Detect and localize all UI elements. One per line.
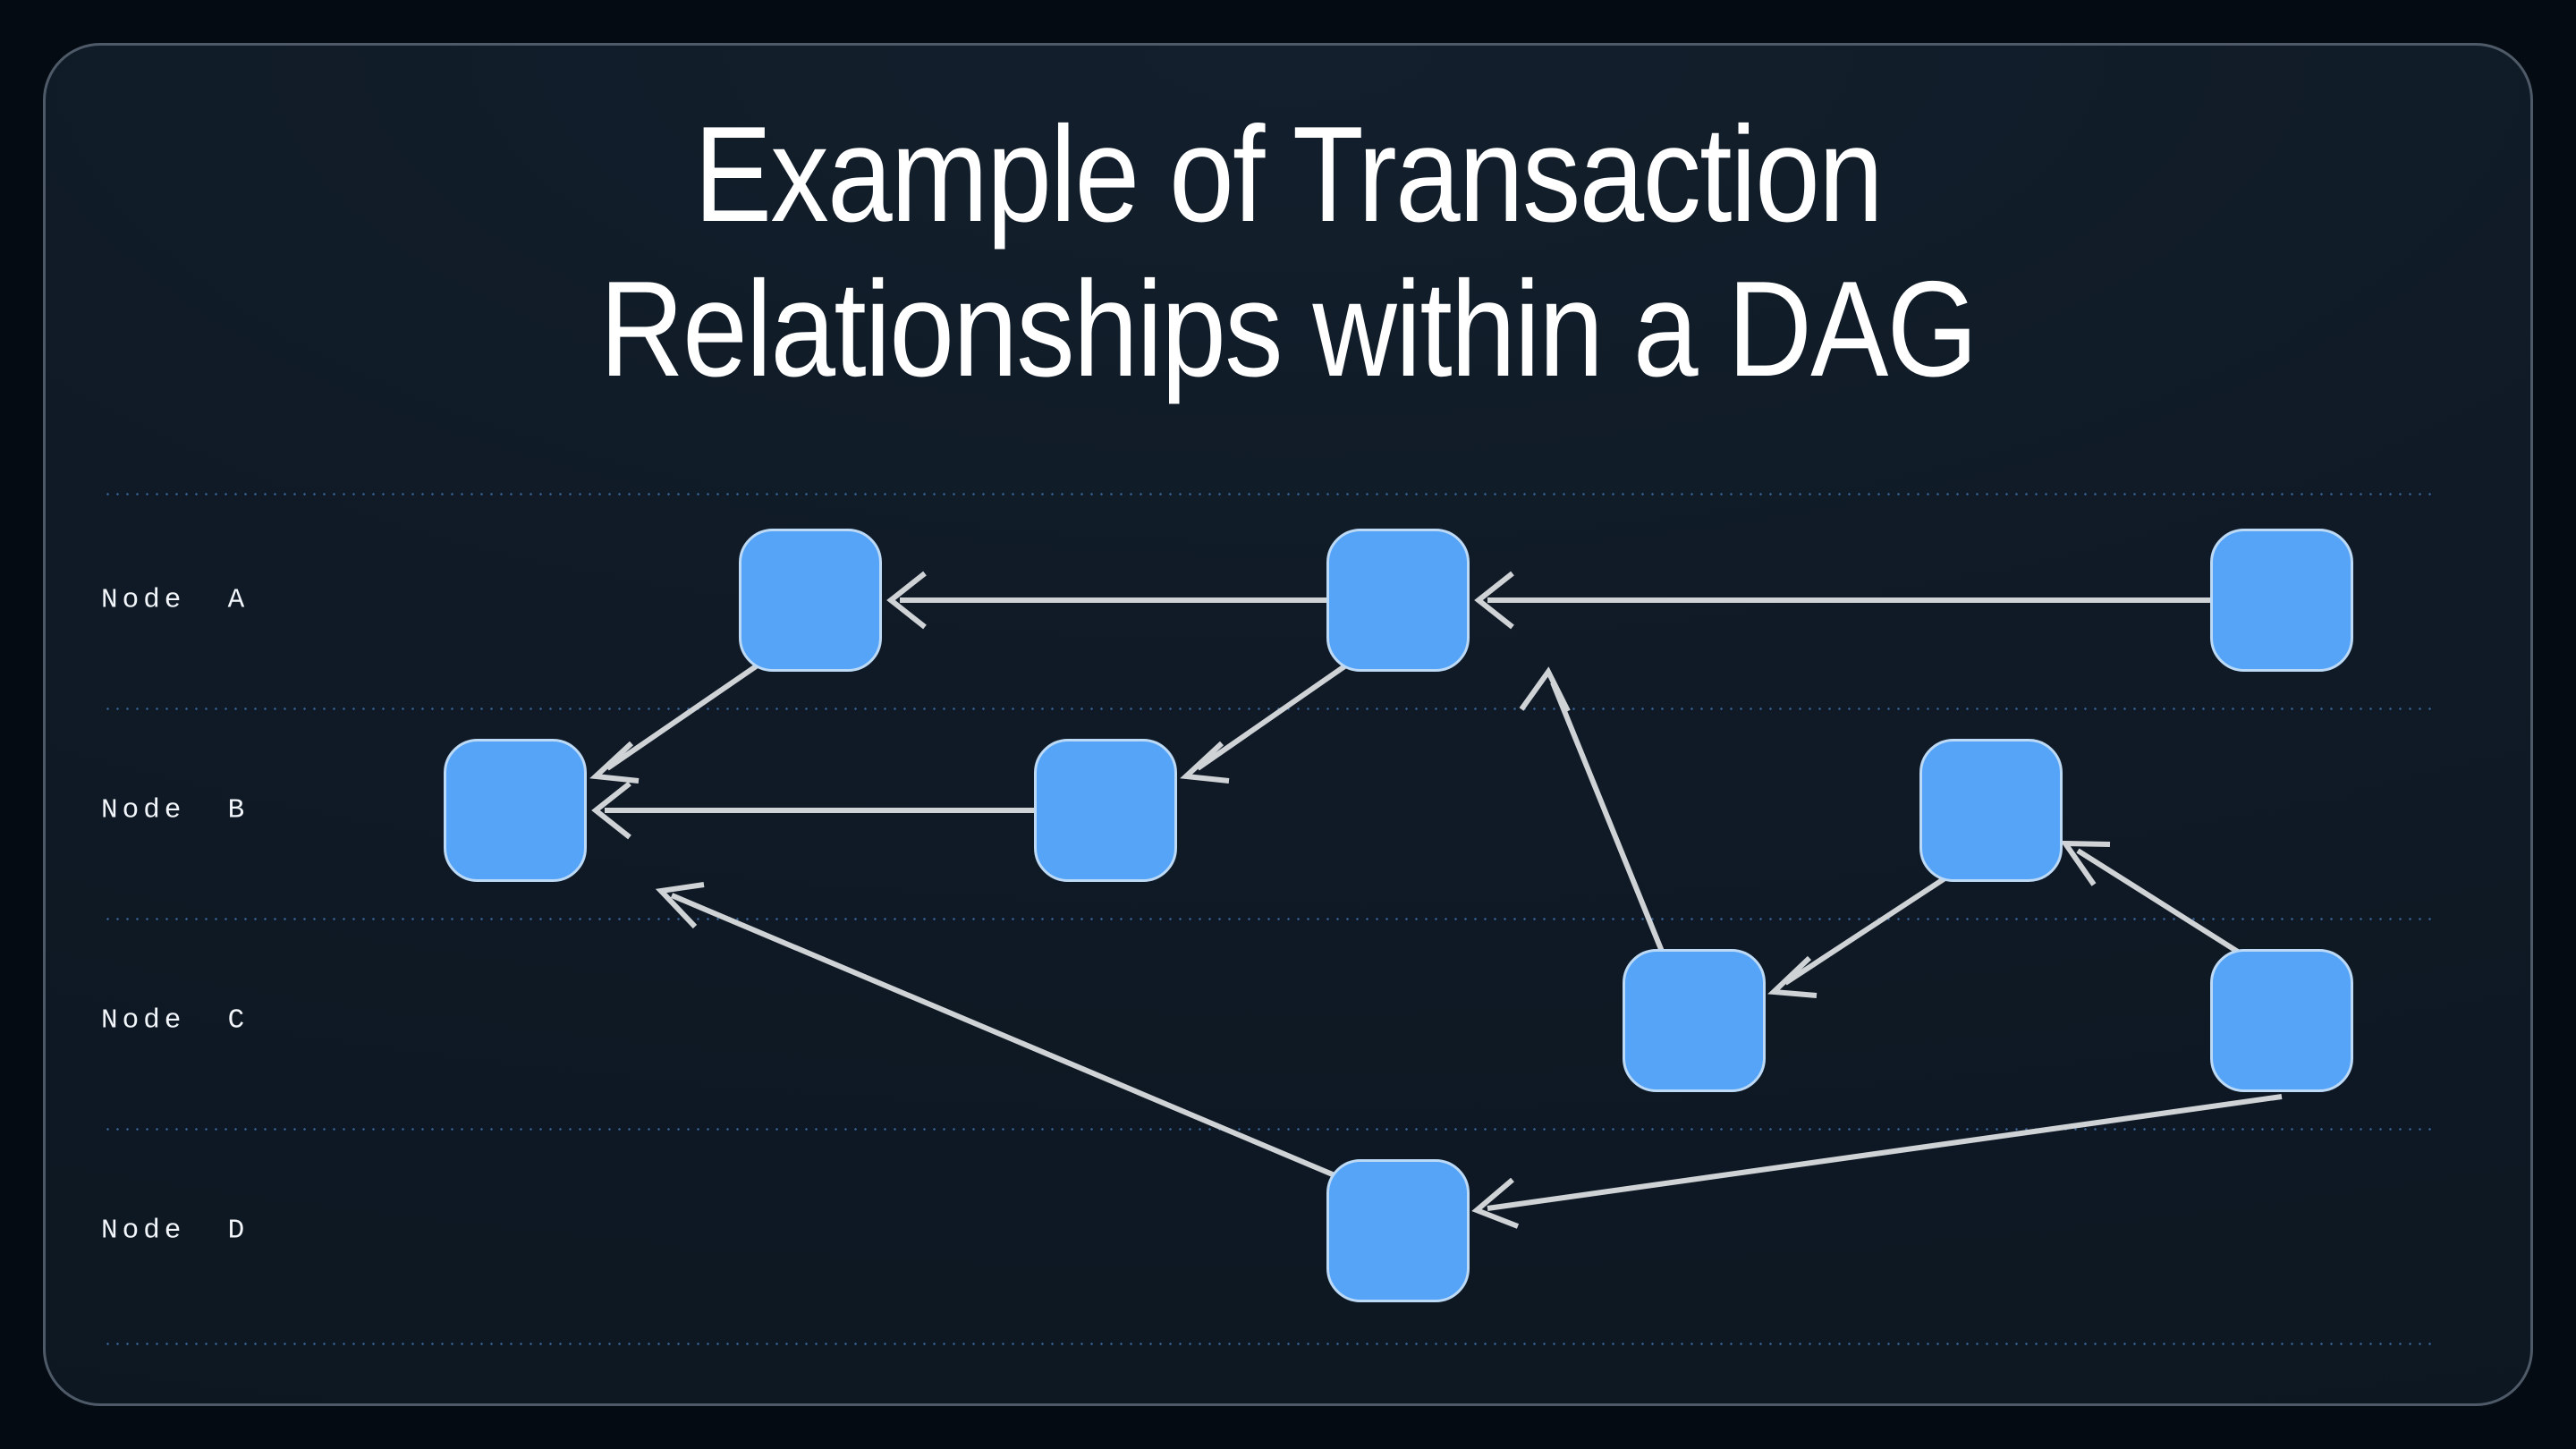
edge-a2-a1 — [886, 571, 1326, 630]
dag-node-a1[interactable] — [739, 529, 882, 672]
dag-diagram: Node A Node B Node C Node D — [46, 46, 2530, 1403]
lane-separator — [103, 708, 2436, 710]
edge-c2-b3 — [2060, 840, 2250, 961]
dag-node-b3[interactable] — [1919, 739, 2063, 882]
edge-b3-c1 — [1767, 873, 1951, 998]
lane-label-node-b: Node B — [101, 794, 250, 826]
edge-a1-b1 — [589, 660, 763, 784]
slide-container: Example of Transaction Relationships wit… — [43, 43, 2533, 1406]
edge-b2-b1 — [591, 781, 1034, 840]
edge-c1-a2 — [1519, 666, 1667, 960]
edge-c2-d1 — [1471, 1094, 2283, 1229]
dag-node-b2[interactable] — [1034, 739, 1177, 882]
edge-d1-b1 — [655, 882, 1394, 1202]
edge-layer — [589, 571, 2283, 1229]
lane-separator — [103, 1343, 2436, 1345]
lane-label-node-a: Node A — [101, 584, 250, 616]
dag-node-a2[interactable] — [1326, 529, 1470, 672]
lane-separator — [103, 918, 2436, 920]
dag-node-a3[interactable] — [2210, 529, 2353, 672]
lane-label-node-d: Node D — [101, 1215, 250, 1247]
dag-node-c1[interactable] — [1623, 949, 1766, 1092]
lane-separator — [103, 493, 2436, 496]
dag-node-d1[interactable] — [1326, 1159, 1470, 1302]
page-title: Example of Transaction Relationships wit… — [599, 98, 1978, 406]
edge-a3-a2 — [1474, 571, 2210, 630]
edge-a2-b2 — [1180, 660, 1352, 784]
lane-label-node-c: Node C — [101, 1004, 250, 1037]
dag-node-c2[interactable] — [2210, 949, 2353, 1092]
lane-separator — [103, 1128, 2436, 1131]
dag-node-b1[interactable] — [444, 739, 587, 882]
